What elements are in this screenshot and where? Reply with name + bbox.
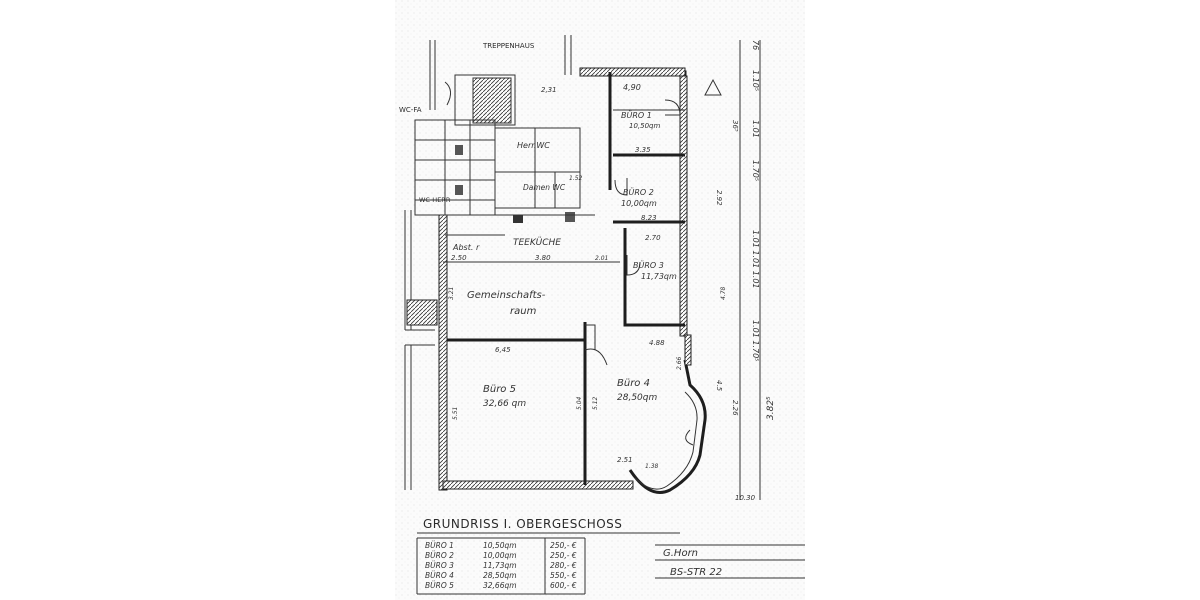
wc-herr-label: WC-HERR <box>419 196 451 204</box>
buero5-name: Büro 5 <box>483 384 516 395</box>
svg-text:10,50qm: 10,50qm <box>483 541 517 550</box>
side-dimensions: 76 1.10⁵ 1.01 1.70⁵ 1.01 1.01 1.01 1.01 … <box>704 40 776 500</box>
buero1-area: 10,50qm <box>629 122 660 130</box>
dim-490: 4,90 <box>623 83 641 92</box>
price-table: BÜRO 1 10,50qm 250,- € BÜRO 2 10,00qm 25… <box>425 541 577 590</box>
dim-645: 6,45 <box>495 346 511 354</box>
price-row: BÜRO 5 32,66qm 600,- € <box>425 581 577 590</box>
gemeinschaft-label-1: Gemeinschafts- <box>467 290 546 301</box>
abst-label: Abst. r <box>452 243 480 252</box>
dim-250: 2.50 <box>451 254 467 262</box>
dim-138: 1.38 <box>645 463 659 470</box>
dim-380: 3.80 <box>535 254 551 262</box>
room-labels: 4,90 BÜRO 1 10,50qm BÜRO 2 10,00qm BÜRO … <box>452 83 677 409</box>
stair-label: TREPPENHAUS <box>482 42 535 50</box>
buero4-area: 28,50qm <box>617 393 657 403</box>
side-dim-8: 1.70⁵ <box>751 160 760 181</box>
scan-noise <box>395 0 805 600</box>
buero2-name: BÜRO 2 <box>623 187 654 197</box>
price-row: BÜRO 1 10,50qm 250,- € <box>425 541 577 550</box>
side-dim-3: 1.01 <box>751 120 760 138</box>
svg-text:550,- €: 550,- € <box>550 571 577 580</box>
side-dim-18: 4.5 <box>715 380 723 392</box>
buero3-area: 11,73qm <box>641 272 677 281</box>
side-dim-0: 76 <box>751 40 760 50</box>
svg-text:600,- €: 600,- € <box>550 581 577 590</box>
side-dim-17: 2.92 <box>715 190 723 206</box>
door-arcs <box>584 99 694 446</box>
dimension-labels: 2,31 3.35 8.23 2.70 2.50 3.80 2.01 1.52 … <box>448 86 756 502</box>
dim-231: 2,31 <box>541 86 557 94</box>
dim-251: 2.51 <box>617 456 633 464</box>
price-row: BÜRO 3 11,73qm 280,- € <box>425 561 577 570</box>
owner-name: G.Horn <box>663 548 698 559</box>
buero3-name: BÜRO 3 <box>633 260 664 270</box>
svg-text:280,- €: 280,- € <box>550 561 577 570</box>
svg-text:BÜRO 1: BÜRO 1 <box>425 541 454 550</box>
svg-text:28,50qm: 28,50qm <box>483 571 517 580</box>
dim-270: 2.70 <box>645 234 661 242</box>
dim-201: 2.01 <box>595 255 608 262</box>
svg-text:BÜRO 4: BÜRO 4 <box>425 571 454 580</box>
svg-text:BÜRO 5: BÜRO 5 <box>425 581 454 590</box>
dim-266: 2.66 <box>676 356 683 370</box>
price-row: BÜRO 2 10,00qm 250,- € <box>425 551 577 560</box>
floorplan-drawing: TREPPENHAUS WC-FA WC-HERR Herr.WC Damen … <box>395 0 805 600</box>
dim-488: 4.88 <box>649 339 665 347</box>
side-dim-1: 1.10⁵ <box>751 70 760 91</box>
street-address: BS-STR 22 <box>670 567 722 578</box>
outer-walls <box>438 67 707 494</box>
dim-551: 5.51 <box>452 407 459 420</box>
svg-text:10,00qm: 10,00qm <box>483 551 517 560</box>
herren-wc-label: Herr.WC <box>517 141 550 150</box>
floorplan-sheet: TREPPENHAUS WC-FA WC-HERR Herr.WC Damen … <box>395 0 805 600</box>
dim-504: 5.04 <box>576 396 583 410</box>
teekueche-label: TEEKÜCHE <box>513 237 561 248</box>
dim-335: 3.35 <box>635 146 651 154</box>
dim-823: 8.23 <box>641 214 657 222</box>
side-dim-10: 1.01 1.01 1.01 <box>751 230 760 289</box>
gemeinschaft-label-2: raum <box>510 306 537 317</box>
buero4-name: Büro 4 <box>617 378 650 389</box>
interior-walls <box>443 72 685 485</box>
plan-title: GRUNDRISS I. OBERGESCHOSS <box>423 517 622 531</box>
svg-text:250,- €: 250,- € <box>550 551 577 560</box>
title-block: GRUNDRISS I. OBERGESCHOSS <box>416 517 805 595</box>
side-dim-2: 36⁵ <box>731 120 739 132</box>
svg-text:250,- €: 250,- € <box>550 541 577 550</box>
svg-text:32,66qm: 32,66qm <box>483 581 517 590</box>
buero5-area: 32,66 qm <box>483 399 526 409</box>
side-dim-11: 1.01 1.70⁵ <box>751 320 760 361</box>
svg-text:BÜRO 2: BÜRO 2 <box>425 551 454 560</box>
sanitary-rooms: Herr.WC Damen WC <box>494 127 581 223</box>
stairwell: TREPPENHAUS <box>429 35 572 126</box>
dim-321: 3.21 <box>448 287 455 300</box>
price-row: BÜRO 4 28,50qm 550,- € <box>425 571 577 580</box>
side-dim-15: 2.26 <box>731 400 739 416</box>
dim-152: 1.52 <box>569 175 583 182</box>
dim-1030: 10.30 <box>735 494 756 502</box>
svg-text:BÜRO 3: BÜRO 3 <box>425 561 454 570</box>
dim-478: 4.78 <box>720 286 727 300</box>
side-dim-14: 3.82⁵ <box>766 396 776 420</box>
buero2-area: 10,00qm <box>621 199 657 208</box>
dim-512: 5.12 <box>592 396 599 410</box>
damen-wc-label: Damen WC <box>523 183 566 192</box>
svg-text:11,73qm: 11,73qm <box>483 561 517 570</box>
buero1-name: BÜRO 1 <box>621 110 652 120</box>
wc-fa-label: WC-FA <box>399 106 422 114</box>
